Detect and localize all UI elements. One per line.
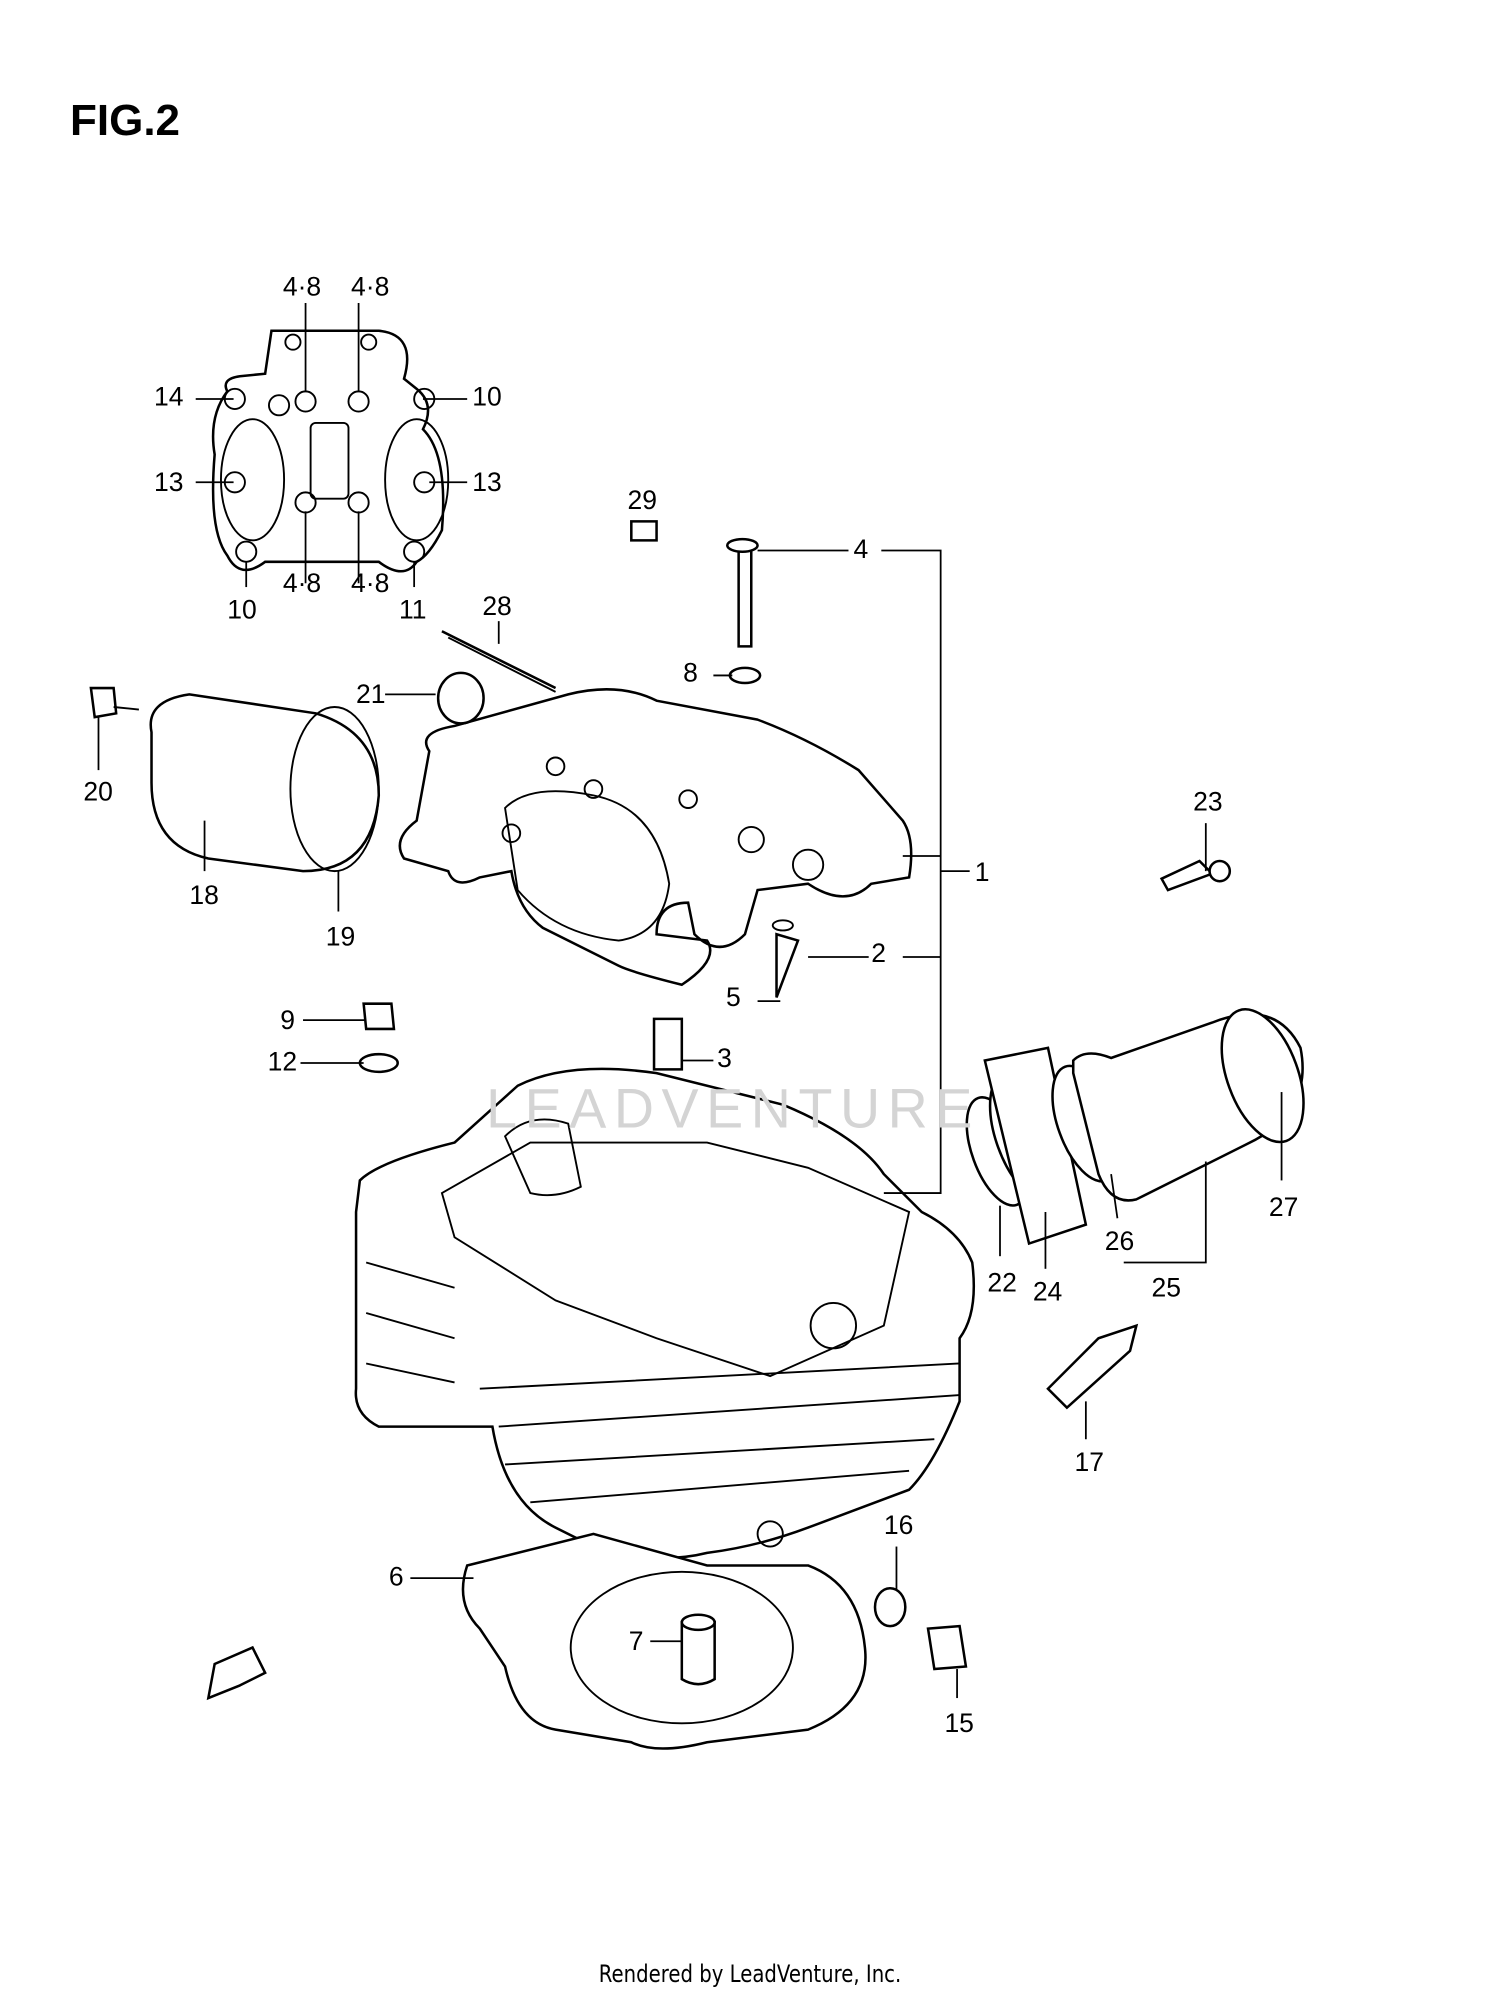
callout-label: 16 (884, 1510, 913, 1540)
cylinder-head-cover (398, 688, 913, 987)
leader-line (1110, 1173, 1119, 1219)
callout-label: 2 (871, 938, 886, 968)
callout-label: 25 (1152, 1273, 1181, 1303)
callout-label: 12 (268, 1047, 297, 1077)
callout-label: 11 (399, 595, 427, 625)
intake-pipe-assembly (965, 1008, 1305, 1246)
callout-label: 13 (472, 467, 501, 497)
callout-label: 29 (628, 485, 657, 515)
callout-label: 18 (189, 880, 218, 910)
callout-label: 17 (1074, 1447, 1103, 1477)
callout-label: 4·8 (351, 568, 389, 598)
cylinder-head (354, 1067, 976, 1560)
callout-label: 10 (472, 381, 501, 411)
callout-label: 7 (629, 1626, 644, 1656)
callout-label: 22 (987, 1268, 1016, 1298)
callout-label: 8 (683, 658, 698, 688)
callout-label: 1 (975, 857, 990, 887)
callout-label: 28 (482, 591, 511, 621)
callout-label: 26 (1105, 1226, 1134, 1256)
cap-cover (149, 693, 381, 873)
footer-credit: Rendered by LeadVenture, Inc. (598, 1960, 902, 1988)
fwd-arrow-icon (206, 1645, 267, 1701)
callout-label: 3 (717, 1043, 732, 1073)
callout-label: 21 (356, 679, 385, 709)
callout-label: 4 (854, 534, 869, 564)
callout-label: 6 (389, 1562, 404, 1592)
callout-label: 4·8 (351, 271, 389, 301)
callout-label: 23 (1193, 787, 1222, 817)
callout-label: 4·8 (283, 271, 321, 301)
callout-label: 13 (154, 467, 183, 497)
callout-label: 19 (326, 922, 355, 952)
watermark: LEADVENTURE (486, 1077, 980, 1139)
callout-label: 5 (726, 982, 741, 1012)
callout-label: 14 (154, 381, 183, 411)
callout-label: 27 (1269, 1192, 1298, 1222)
callout-label: 15 (944, 1708, 973, 1738)
callout-label: 24 (1033, 1276, 1062, 1306)
figure-title: FIG.2 (70, 96, 181, 145)
callout-label: 20 (83, 776, 112, 806)
callout-label: 10 (227, 595, 256, 625)
callout-label: 4·8 (283, 568, 321, 598)
callout-label: 9 (280, 1005, 295, 1035)
head-cover-gasket-detail (211, 329, 450, 573)
